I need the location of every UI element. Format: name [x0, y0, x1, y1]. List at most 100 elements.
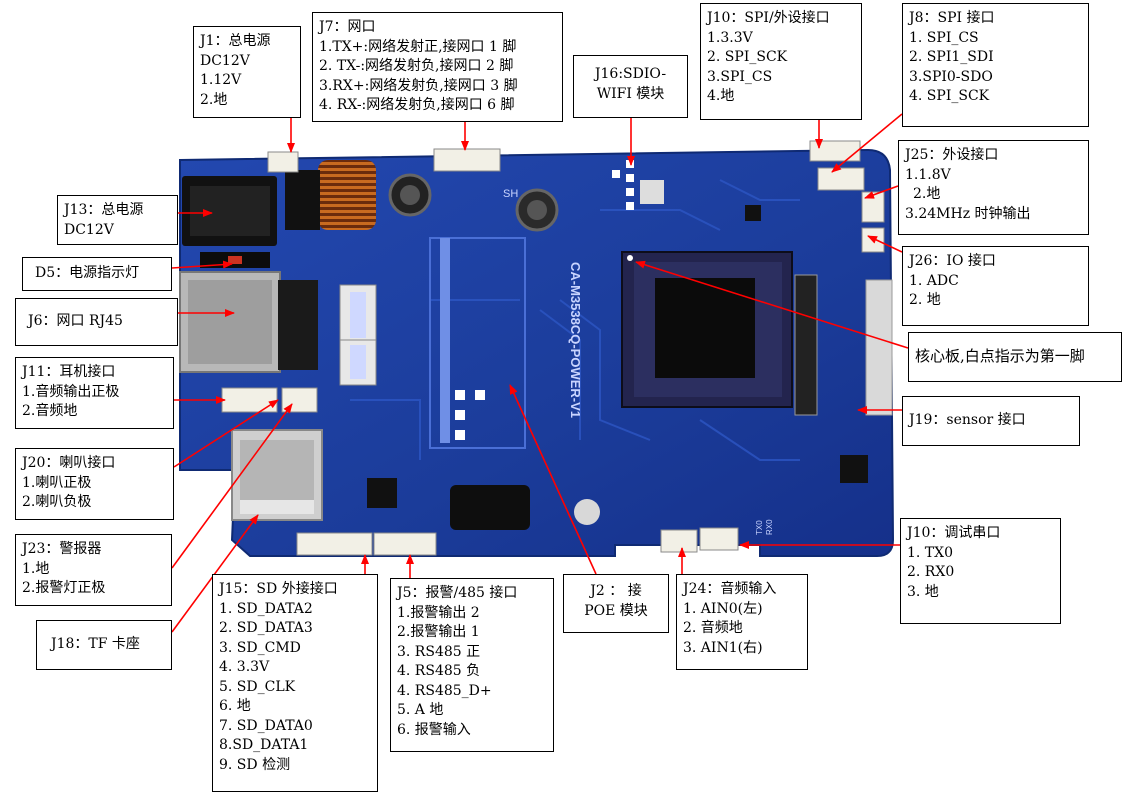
- label-j13: J13：总电源 DC12V: [57, 195, 178, 245]
- label-j11-line: J11：耳机接口: [22, 364, 116, 380]
- label-j10-debug-line: 2. RX0: [907, 564, 955, 580]
- label-j15-line: 7. SD_DATA0: [219, 717, 313, 734]
- power-led: [228, 256, 242, 264]
- label-j24-line: 2. 音频地: [683, 620, 743, 636]
- power-inductor: [318, 160, 376, 230]
- label-j1-line: 1.12V: [200, 72, 242, 88]
- label-j7: J7：网口 1.TX+:网络发射正,接网口 1 脚 2. TX-:网络发射负,接…: [312, 12, 563, 122]
- label-j7-line: J7：网口: [319, 19, 376, 35]
- label-j23-line: J23：警报器: [22, 541, 102, 557]
- arrow-j18: [171, 514, 259, 633]
- label-j13-line: DC12V: [64, 221, 114, 238]
- label-j2-line: J2 ： 接: [590, 583, 642, 599]
- label-j23: J23：警报器 1.地 2.报警灯正极: [15, 534, 172, 606]
- arrow-d5: [171, 260, 233, 269]
- label-j24-line: J24：音频输入: [683, 581, 777, 597]
- chip-mark: SH: [503, 188, 518, 200]
- pin1-dot: [627, 255, 633, 261]
- label-j20-line: 1.喇叭正极: [22, 474, 92, 491]
- label-j1-line: 2.地: [200, 91, 228, 108]
- label-j26: J26：IO 接口 1. ADC 2. 地: [902, 246, 1089, 326]
- sensor-connector: [794, 274, 818, 416]
- header-j10-spi: [809, 140, 861, 162]
- pin-label-rx0: RX0: [765, 519, 774, 535]
- label-j6-line: J6：网口 RJ45: [28, 313, 123, 330]
- label-j10-debug-line: 1. TX0: [907, 544, 954, 561]
- label-j15-line: 2. SD_DATA3: [219, 620, 313, 636]
- label-j8-line: 2. SPI1_SDI: [909, 49, 994, 65]
- label-j15: J15：SD 外接接口 1. SD_DATA2 2. SD_DATA3 3. S…: [212, 574, 378, 792]
- label-j16-line: J16:SDIO-: [594, 66, 667, 82]
- label-d5: D5：电源指示灯: [22, 257, 172, 291]
- label-j23-line: 2.报警灯正极: [22, 580, 106, 596]
- label-j10-debug-line: 3. 地: [907, 583, 939, 600]
- label-j19: J19：sensor 接口: [902, 396, 1080, 446]
- label-j25-line: 3.24MHz 时钟输出: [905, 205, 1031, 222]
- label-j11: J11：耳机接口 1.音频输出正极 2.音频地: [15, 357, 174, 429]
- label-j5-line: 6. 报警输入: [397, 721, 471, 738]
- label-j20-line: J20：喇叭接口: [22, 455, 116, 471]
- arrow-core: [635, 260, 909, 349]
- label-j10-spi-line: 4.地: [707, 88, 735, 104]
- label-j2: J2 ： 接 POE 模块: [563, 574, 669, 633]
- label-j24-line: 1. AIN0(左): [683, 600, 763, 617]
- label-j7-line: 3.RX+:网络发射负,接网口 3 脚: [319, 77, 518, 94]
- label-j18: J18：TF 卡座: [36, 620, 172, 670]
- header-j25: [861, 191, 885, 223]
- arrow-j25: [864, 185, 899, 199]
- arrow-j23: [171, 403, 293, 569]
- label-j5-line: 5. A 地: [397, 702, 444, 718]
- label-j26-line: 2. 地: [909, 292, 941, 308]
- label-j15-line: 9. SD 检测: [219, 756, 291, 773]
- label-j5-line: J5：报警/485 接口: [397, 585, 518, 601]
- label-j25-line: 1.1.8V: [905, 166, 951, 183]
- label-j15-line: 6. 地: [219, 698, 251, 714]
- label-j25: J25：外设接口 1.1.8V 2.地 3.24MHz 时钟输出: [898, 140, 1089, 235]
- header-j15: [296, 532, 373, 556]
- header-j5: [373, 532, 437, 556]
- poe-module-area: [429, 237, 526, 449]
- core-soc: [655, 278, 755, 378]
- label-j15-line: 8.SD_DATA1: [219, 737, 309, 753]
- label-j15-line: 3. SD_CMD: [219, 639, 301, 656]
- label-j5-line: 4. RS485 负: [397, 663, 481, 679]
- label-j26-line: 1. ADC: [909, 272, 959, 289]
- label-core-board: 核心板,白点指示为第一脚: [908, 332, 1122, 382]
- pin-label-tx0: TX0: [755, 520, 764, 535]
- label-j15-line: 4. 3.3V: [219, 659, 270, 675]
- label-j7-line: 1.TX+:网络发射正,接网口 1 脚: [319, 38, 517, 55]
- label-j20: J20：喇叭接口 1.喇叭正极 2.喇叭负极: [15, 448, 174, 520]
- header-j11: [221, 387, 278, 413]
- header-j10-debug: [699, 527, 739, 551]
- label-j5: J5：报警/485 接口 1.报警输出 2 2.报警输出 1 3. RS485 …: [390, 578, 554, 752]
- label-j13-line: J13：总电源: [64, 202, 144, 218]
- label-j1: J1：总电源 DC12V 1.12V 2.地: [193, 26, 301, 118]
- header-j26: [861, 227, 885, 253]
- label-j15-line: 1. SD_DATA2: [219, 600, 313, 617]
- label-j6: J6：网口 RJ45: [15, 298, 178, 346]
- label-j5-line: 2.报警输出 1: [397, 624, 480, 640]
- label-j24-line: 3. AIN1(右): [683, 639, 763, 656]
- label-j10-spi-line: 2. SPI_SCK: [707, 49, 788, 65]
- label-j1-line: J1：总电源: [200, 33, 271, 49]
- label-j2-line: POE 模块: [584, 602, 648, 619]
- label-j16-line: WIFI 模块: [596, 85, 665, 102]
- label-j10-spi-line: 3.SPI_CS: [707, 68, 773, 85]
- label-j10-debug: J10：调试串口 1. TX0 2. RX0 3. 地: [900, 518, 1061, 624]
- label-j20-line: 2.喇叭负极: [22, 494, 92, 510]
- label-j8-line: J8：SPI 接口: [909, 10, 995, 26]
- header-j20: [281, 387, 318, 413]
- label-j10-spi-line: 1.3.3V: [707, 29, 753, 46]
- arrow-j2: [509, 384, 597, 575]
- header-j7: [433, 148, 501, 172]
- transformer: [450, 485, 530, 530]
- label-j8: J8：SPI 接口 1. SPI_CS 2. SPI1_SDI 3.SPI0-S…: [902, 3, 1089, 127]
- label-j8-line: 1. SPI_CS: [909, 29, 979, 46]
- label-j7-line: 4. RX-:网络发射负,接网口 6 脚: [319, 97, 515, 113]
- label-j7-line: 2. TX-:网络发射负,接网口 2 脚: [319, 58, 514, 74]
- header-j24: [660, 529, 698, 553]
- label-j10-spi: J10：SPI/外设接口 1.3.3V 2. SPI_SCK 3.SPI_CS …: [700, 3, 862, 120]
- label-j24: J24：音频输入 1. AIN0(左) 2. 音频地 3. AIN1(右): [676, 574, 808, 670]
- label-d5-line: D5：电源指示灯: [35, 265, 140, 282]
